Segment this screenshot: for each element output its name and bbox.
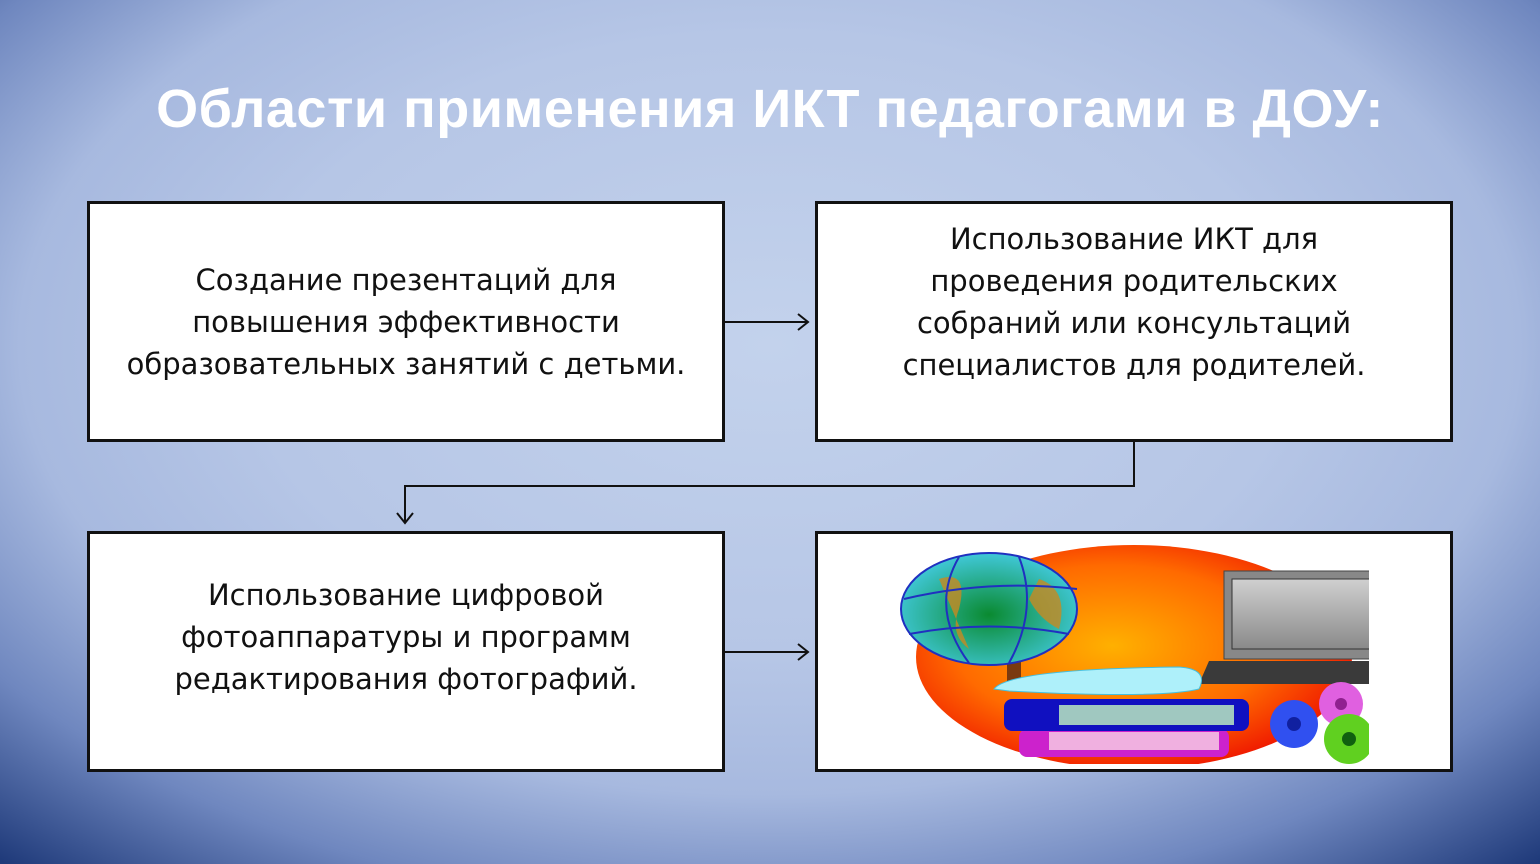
box-text: Использование цифровой фотоаппаратуры и … [174,577,638,696]
box-text: Создание презентаций для повышения эффек… [126,262,686,381]
arrow-box2-to-box3 [396,442,1135,525]
slide-title: Области применения ИКТ педагогами в ДОУ: [156,79,1384,139]
box-parent-meetings: Использование ИКТ для проведения родител… [815,201,1453,442]
gears-icon [1270,682,1369,764]
laptop-icon [1199,570,1369,684]
box-illustration [815,531,1453,772]
book-icon [993,666,1249,757]
box-text: Использование ИКТ для проведения родител… [902,221,1366,382]
arrow-box3-to-box4 [725,643,810,661]
box-presentations: Создание презентаций для повышения эффек… [87,201,725,442]
globe-icon [900,552,1078,689]
arrow-box1-to-box2 [725,313,810,331]
box-digital-photo: Использование цифровой фотоаппаратуры и … [87,531,725,772]
ict-clipart [900,545,1369,764]
